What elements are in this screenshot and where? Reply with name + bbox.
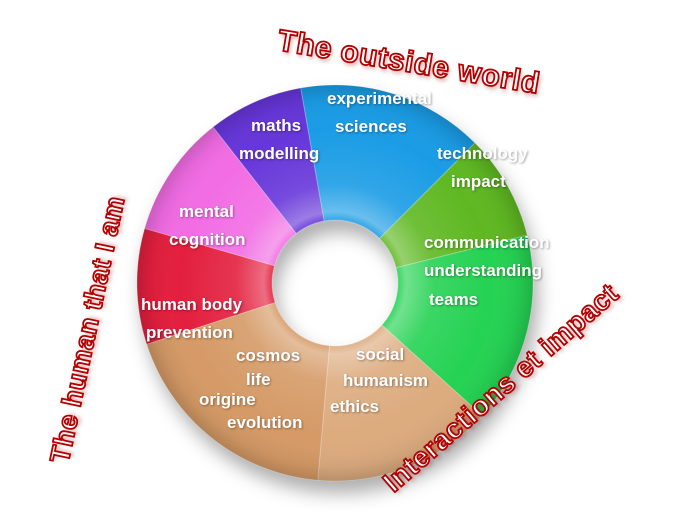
diagram-canvas: The outside world The human that I am In…	[43, 23, 626, 499]
